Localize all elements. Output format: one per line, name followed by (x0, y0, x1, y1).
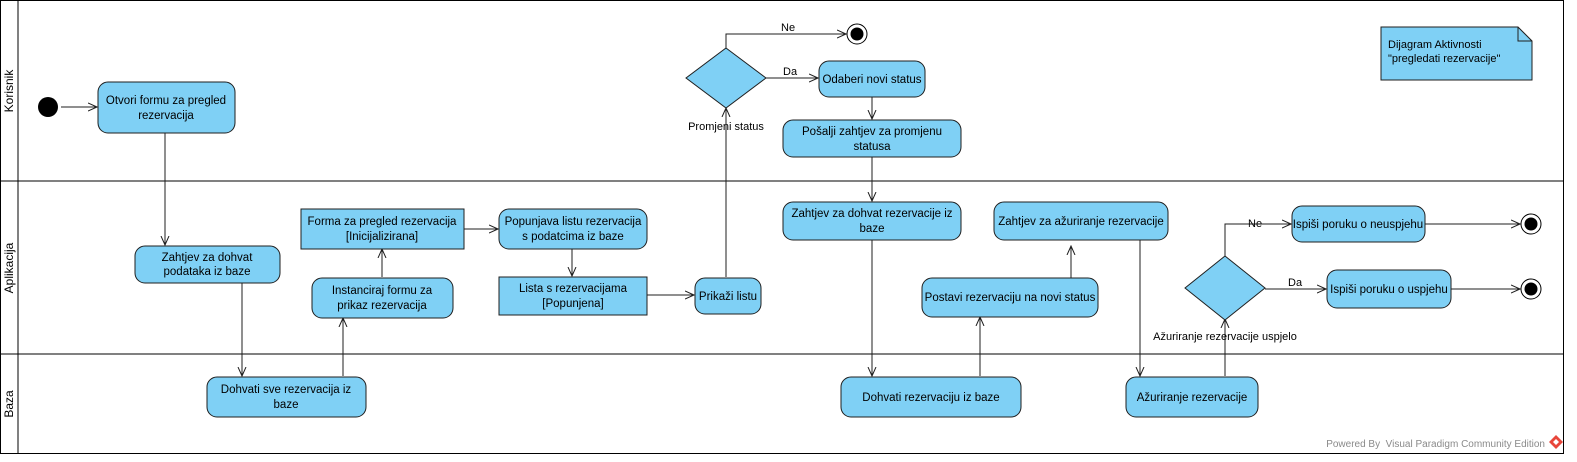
svg-text:baze: baze (274, 399, 299, 411)
action-otvori-formu[interactable]: Otvori formu za pregled rezervacija (97, 81, 236, 134)
svg-text:Prikaži listu: Prikaži listu (699, 291, 757, 303)
action-postavi-novi-status[interactable]: Postavi rezervaciju na novi status (921, 277, 1099, 318)
action-posalji-zahtjev[interactable]: Pošalji zahtjev za promjenu statusa (782, 119, 962, 158)
final-node-neuspjeh[interactable] (1520, 213, 1542, 235)
action-popunjava-listu[interactable]: Popunjava listu rezervacija s podatcima … (498, 208, 648, 250)
svg-text:Pošalji zahtjev za promjenu: Pošalji zahtjev za promjenu (802, 126, 942, 138)
svg-text:Otvori formu za pregled: Otvori formu za pregled (106, 95, 226, 107)
decision-diamond (685, 47, 767, 109)
final-node-top[interactable] (846, 23, 868, 45)
object-lista-popunjena[interactable]: Lista s rezervacijama [Popunjena] (498, 276, 648, 316)
guard-label-ne-bottom: Ne (1248, 218, 1262, 230)
svg-text:Odaberi novi status: Odaberi novi status (822, 74, 921, 86)
object-forma-inicijalizirana[interactable]: Forma za pregled rezervacija [Inicijaliz… (300, 208, 465, 250)
decision-promjeni-status[interactable]: Promjeni status (685, 47, 767, 133)
swimlane-title-aplikacija: Aplikacija (2, 242, 16, 293)
guard-label-ne-top: Ne (781, 22, 795, 34)
action-dohvati-rezervaciju[interactable]: Dohvati rezervaciju iz baze (840, 376, 1022, 418)
diagram-note[interactable]: Dijagram Aktivnosti "pregledati rezervac… (1380, 26, 1533, 81)
svg-text:Forma za pregled rezervacija: Forma za pregled rezervacija (308, 216, 458, 228)
svg-text:Postavi rezervaciju na novi st: Postavi rezervaciju na novi status (925, 292, 1096, 304)
svg-text:baze: baze (860, 223, 885, 235)
svg-text:statusa: statusa (853, 141, 891, 153)
note-line-2: "pregledati rezervacije" (1388, 53, 1500, 65)
action-zahtjev-dohvat-podataka[interactable]: Zahtjev za dohvat podataka iz baze (134, 245, 281, 284)
svg-text:Instanciraj formu za: Instanciraj formu za (332, 285, 433, 297)
note-line-1: Dijagram Aktivnosti (1388, 39, 1482, 51)
note-shape (1380, 26, 1533, 81)
flow-decision-ne-to-end[interactable] (725, 34, 846, 48)
svg-text:podataka iz baze: podataka iz baze (164, 266, 251, 278)
swimlane-title-korisnik: Korisnik (2, 69, 16, 113)
action-zahtjev-dohvat-rezervacije[interactable]: Zahtjev za dohvat rezervacije iz baze (782, 201, 962, 241)
svg-text:prikaz rezervacija: prikaz rezervacija (337, 300, 427, 312)
svg-text:Dohvati sve rezervacija iz: Dohvati sve rezervacija iz (221, 384, 352, 396)
guard-labels: Ne Da Ne Da (781, 22, 1303, 289)
control-flows (61, 34, 1520, 376)
action-dohvati-sve-rezervacija[interactable]: Dohvati sve rezervacija iz baze (206, 376, 367, 418)
final-node-uspjeh[interactable] (1520, 278, 1542, 300)
svg-text:Zahtjev za ažuriranje rezervac: Zahtjev za ažuriranje rezervacije (998, 216, 1164, 228)
decision-label: Ažuriranje rezervacije uspjelo (1153, 331, 1297, 343)
action-ispisi-neuspjeh[interactable]: Ispiši poruku o neuspjehu (1291, 205, 1426, 243)
svg-text:Popunjava listu rezervacija: Popunjava listu rezervacija (505, 216, 642, 228)
flow-decision-ne-to-neuspjeh[interactable] (1224, 224, 1291, 256)
svg-text:Ispiši poruku o uspjehu: Ispiši poruku o uspjehu (1330, 284, 1448, 296)
action-azuriranje-rezervacije[interactable]: Ažuriranje rezervacije (1125, 376, 1259, 418)
swimlane-title-baza: Baza (2, 390, 16, 418)
guard-label-da-top: Da (783, 66, 798, 78)
guard-label-da-bottom: Da (1288, 277, 1303, 289)
decision-label: Promjeni status (688, 121, 764, 133)
action-zahtjev-azuriranje[interactable]: Zahtjev za ažuriranje rezervacije (993, 201, 1169, 241)
watermark-text: Powered By Visual Paradigm Community Edi… (1326, 439, 1545, 450)
note-fold (1517, 27, 1532, 42)
svg-text:Lista s rezervacijama: Lista s rezervacijama (519, 283, 628, 295)
svg-text:Ažuriranje rezervacije: Ažuriranje rezervacije (1137, 392, 1248, 404)
visual-paradigm-logo-icon (1549, 435, 1563, 449)
decision-diamond (1184, 255, 1266, 321)
svg-text:Ispiši poruku o neuspjehu: Ispiši poruku o neuspjehu (1293, 219, 1423, 231)
action-instanciraj-formu[interactable]: Instanciraj formu za prikaz rezervacija (311, 277, 454, 319)
svg-text:rezervacija: rezervacija (138, 110, 194, 122)
action-prikazi-listu[interactable]: Prikaži listu (694, 277, 762, 315)
svg-text:[Inicijalizirana]: [Inicijalizirana] (346, 231, 418, 243)
svg-text:s podatcima iz baze: s podatcima iz baze (522, 231, 624, 243)
svg-text:Zahtjev za dohvat: Zahtjev za dohvat (162, 252, 254, 264)
svg-text:Zahtjev za dohvat rezervacije: Zahtjev za dohvat rezervacije iz (791, 208, 952, 220)
action-odaberi-novi-status[interactable]: Odaberi novi status (818, 60, 926, 98)
svg-text:[Popunjena]: [Popunjena] (542, 298, 603, 310)
initial-node[interactable] (38, 97, 58, 117)
action-ispisi-uspjeh[interactable]: Ispiši poruku o uspjehu (1326, 269, 1452, 309)
svg-text:Dohvati rezervaciju iz baze: Dohvati rezervaciju iz baze (862, 392, 999, 404)
watermark: Powered By Visual Paradigm Community Edi… (1326, 435, 1563, 450)
decision-azuriranje-uspjelo[interactable]: Ažuriranje rezervacije uspjelo (1153, 255, 1297, 343)
